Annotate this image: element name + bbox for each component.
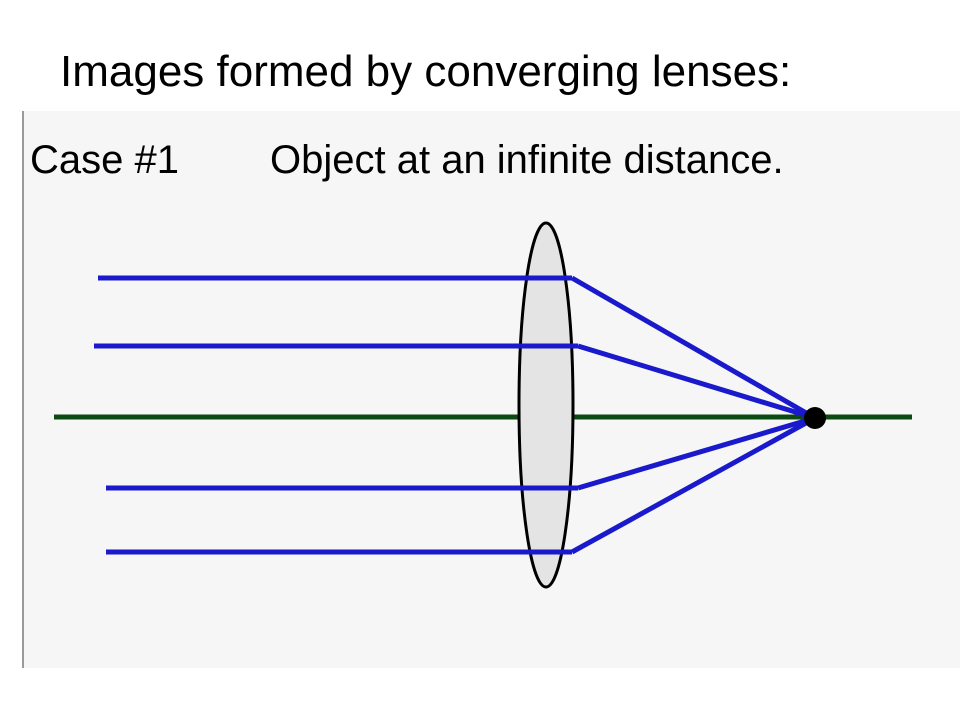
refracted-ray-4 bbox=[570, 415, 817, 555]
lens-diagram: Case #1 Object at an infinite distance. bbox=[22, 111, 960, 668]
refracted-ray-2 bbox=[577, 343, 816, 421]
slide-title: Images formed by converging lenses: bbox=[60, 47, 792, 96]
refracted-ray-3 bbox=[577, 415, 816, 491]
case-label: Case #1 bbox=[30, 138, 179, 182]
focal-point-icon bbox=[804, 407, 826, 429]
converging-lens-icon bbox=[517, 221, 575, 589]
lens-diagram-canvas: Case #1 Object at an infinite distance. bbox=[30, 138, 912, 589]
case-description: Object at an infinite distance. bbox=[270, 138, 784, 182]
refracted-ray-1 bbox=[570, 275, 817, 421]
